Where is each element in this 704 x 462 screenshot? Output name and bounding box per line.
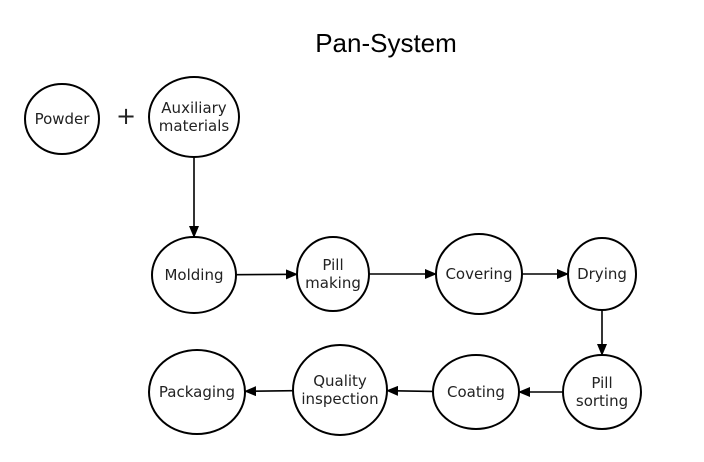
node-label-molding: Molding — [164, 266, 223, 284]
node-label-packaging: Packaging — [159, 383, 235, 401]
node-label-line: inspection — [301, 390, 378, 408]
edges-layer — [189, 157, 607, 397]
node-label-line: Coating — [447, 383, 505, 401]
node-shape-pill-sorting — [562, 354, 642, 430]
node-shape-molding — [151, 236, 237, 314]
node-label-line: sorting — [576, 392, 628, 410]
node-shape-packaging — [148, 349, 246, 435]
node-shape-powder — [24, 83, 100, 155]
node-shape-pill-making — [296, 236, 370, 312]
node-shape-quality-inspection — [292, 344, 388, 436]
node-powder: Powder — [24, 83, 100, 155]
node-label-line: Quality — [313, 372, 367, 390]
node-molding: Molding — [151, 236, 237, 314]
node-label-line: materials — [159, 117, 230, 135]
node-packaging: Packaging — [148, 349, 246, 435]
node-drying: Drying — [567, 237, 637, 311]
node-label-line: Auxiliary — [161, 99, 227, 117]
node-label-line: Pill — [322, 256, 343, 274]
node-coating: Coating — [432, 354, 520, 430]
node-label-powder: Powder — [35, 110, 91, 128]
arrow-quality-inspection-to-packaging — [244, 386, 294, 397]
diagram-title: Pan-System — [315, 28, 457, 58]
node-shape-auxiliary — [148, 76, 240, 158]
node-covering: Covering — [435, 233, 523, 315]
node-shape-coating — [432, 354, 520, 430]
node-label-line: making — [305, 274, 361, 292]
node-label-coating: Coating — [447, 383, 505, 401]
node-label-covering: Covering — [445, 265, 512, 283]
node-shape-drying — [567, 237, 637, 311]
node-label-line: Packaging — [159, 383, 235, 401]
node-shape-covering — [435, 233, 523, 315]
node-label-line: Molding — [164, 266, 223, 284]
plus-sign: + — [116, 102, 136, 130]
node-label-line: Pill — [591, 374, 612, 392]
node-label-line: Drying — [577, 265, 627, 283]
node-label-drying: Drying — [577, 265, 627, 283]
node-label-line: Covering — [445, 265, 512, 283]
arrow-coating-to-quality-inspection — [386, 385, 434, 396]
node-label-line: Powder — [35, 110, 91, 128]
